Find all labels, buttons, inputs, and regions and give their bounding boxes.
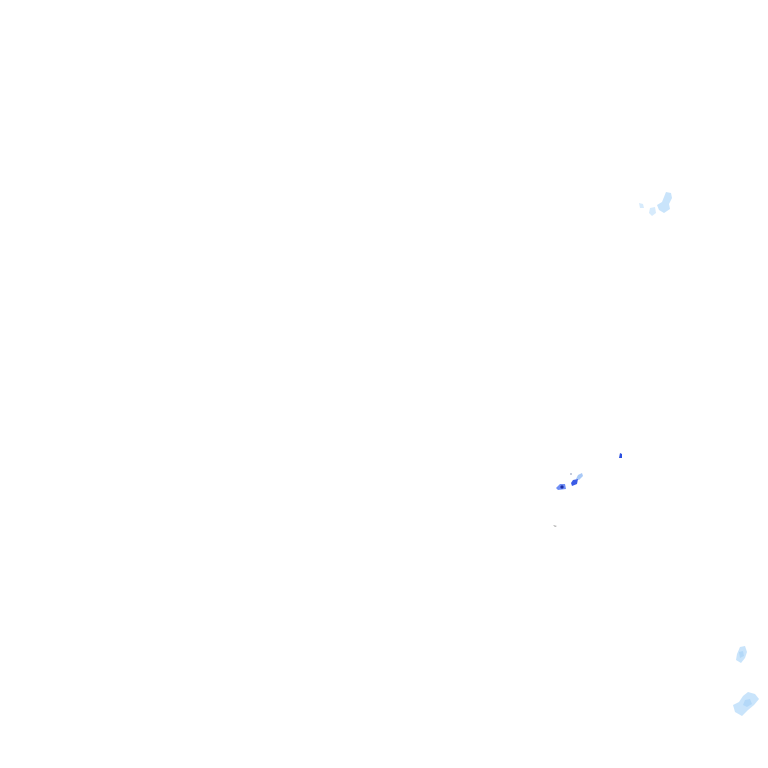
rain-echo-cluster-upper	[639, 192, 672, 216]
rain-echo-strong	[571, 479, 578, 486]
rain-echo	[739, 651, 744, 658]
rain-echo-cluster-lower	[733, 646, 759, 716]
rain-echo	[743, 699, 752, 707]
rain-echo-speck	[570, 473, 572, 475]
rain-echo	[649, 207, 656, 216]
rain-echo	[657, 192, 672, 213]
rain-echo-cluster-center	[553, 453, 622, 527]
rain-echo-trace	[553, 525, 557, 527]
rain-echo-core	[560, 485, 564, 489]
rain-echo-moderate	[576, 473, 583, 480]
rain-echo-strong	[619, 453, 622, 458]
rain-echo	[639, 203, 644, 208]
